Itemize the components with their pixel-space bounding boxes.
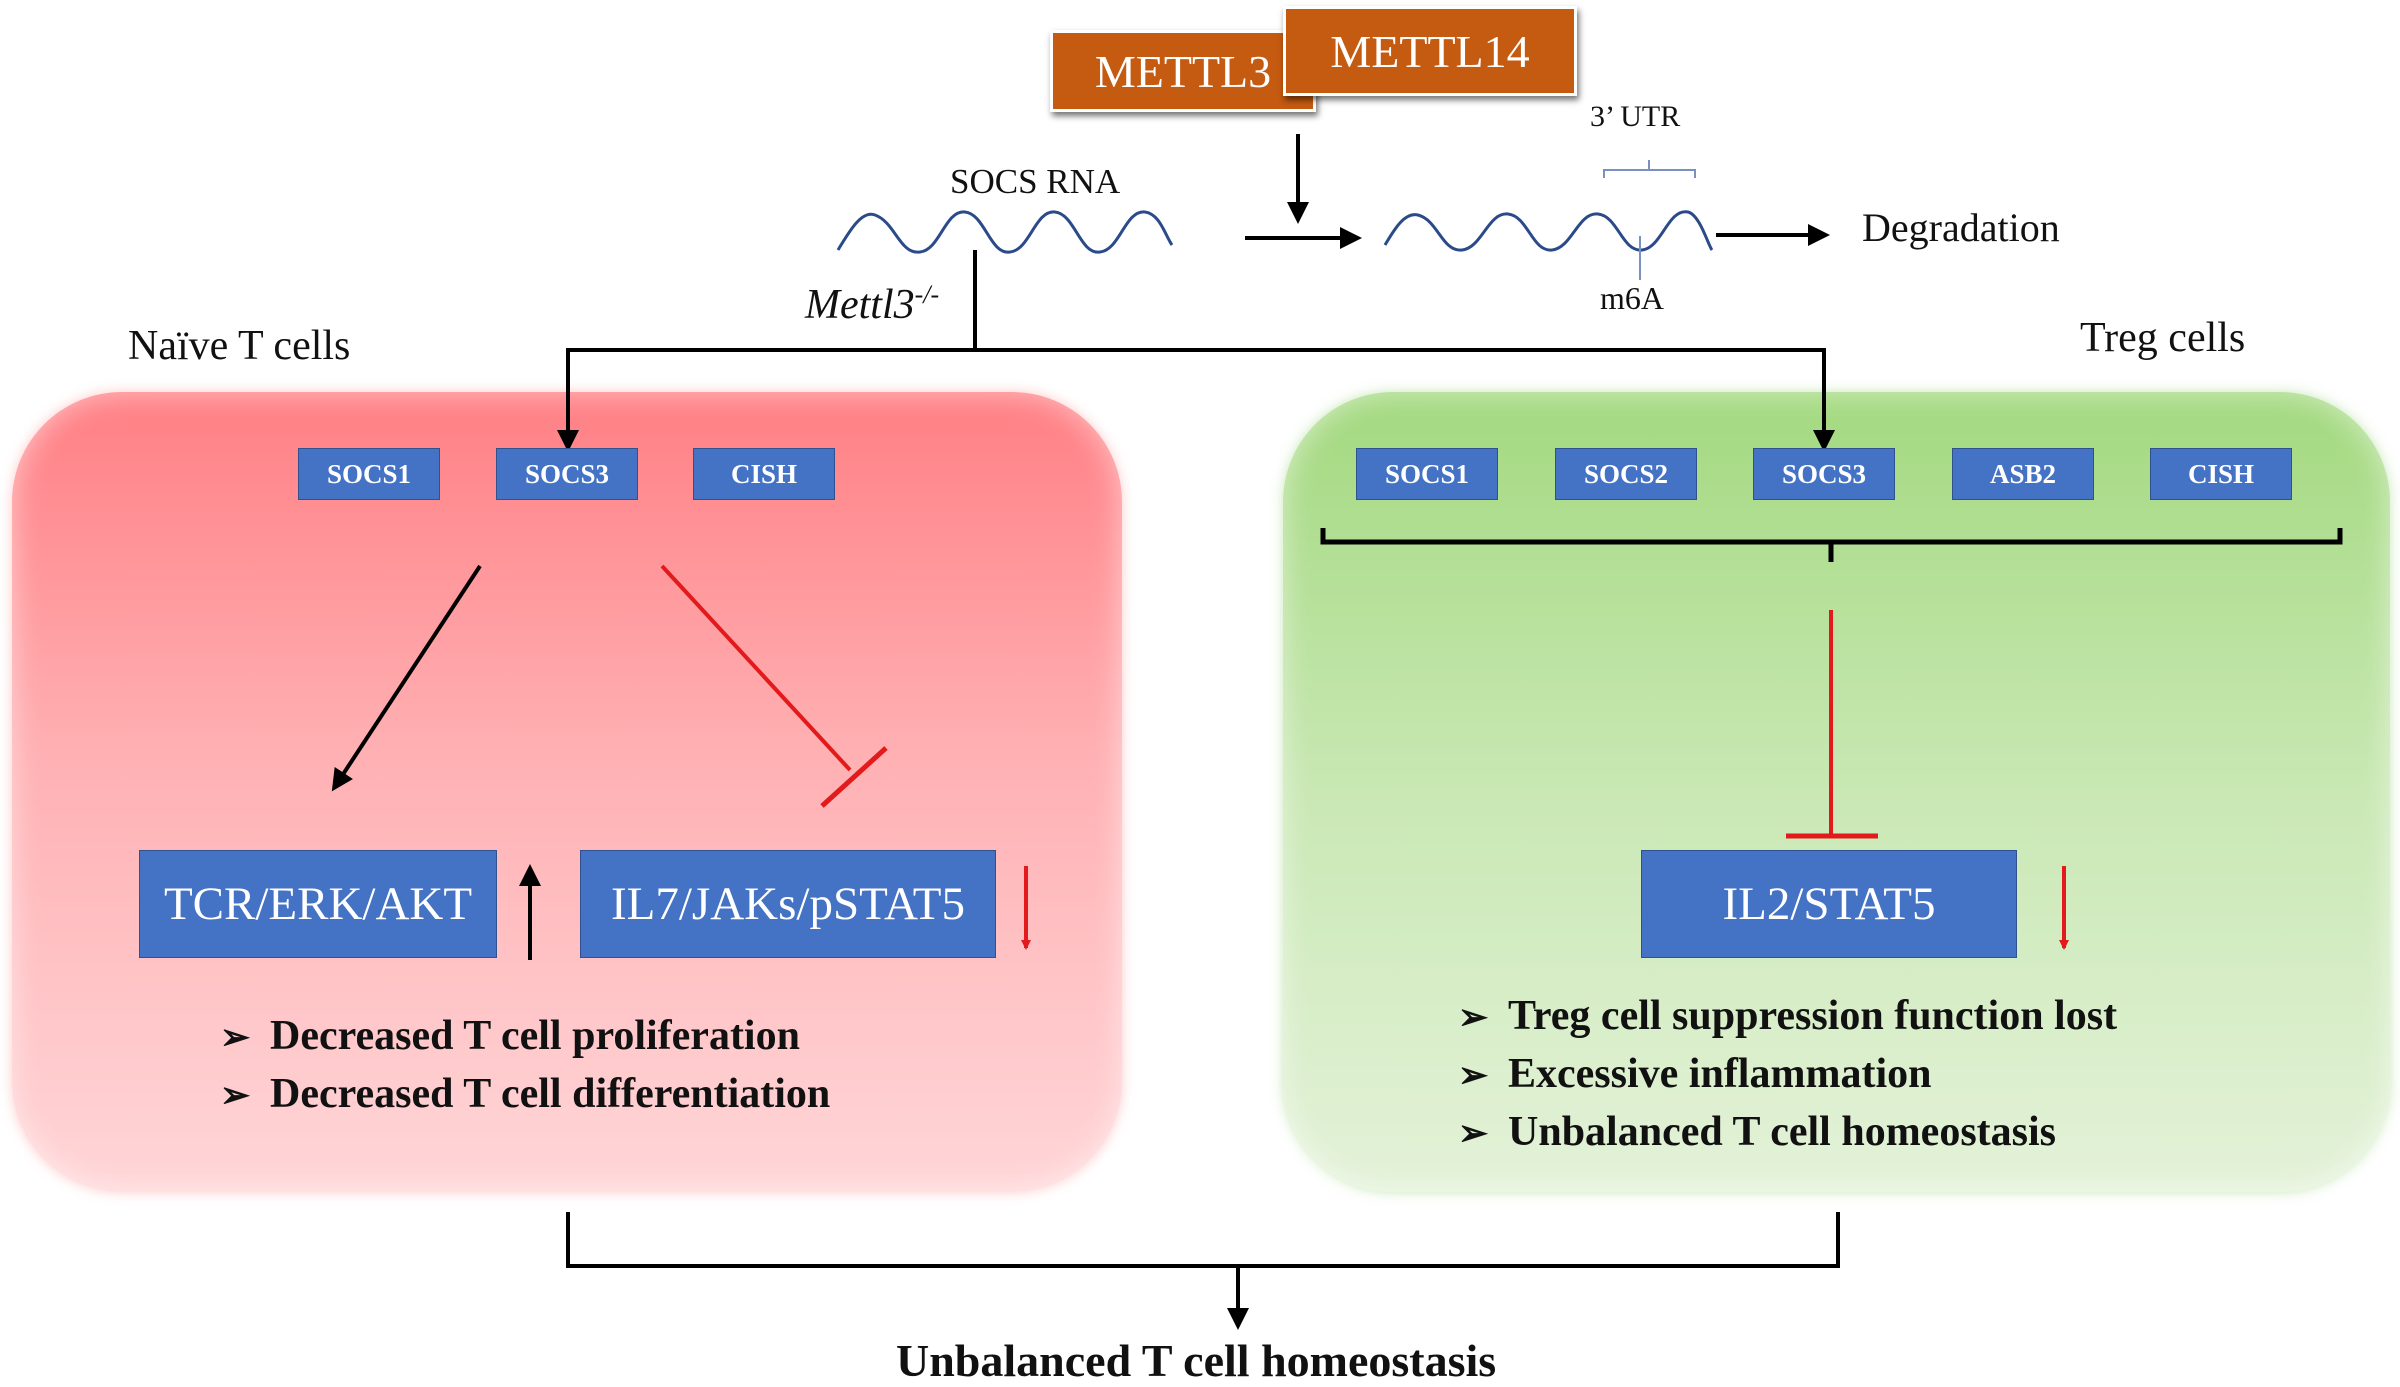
conclusion-label: Unbalanced T cell homeostasis: [896, 1335, 1497, 1386]
treg-gene-socs1: SOCS1: [1356, 448, 1498, 500]
treg-gene-bracket: [1320, 528, 2343, 562]
treg-gene-socs2: SOCS2: [1555, 448, 1697, 500]
socs-rna-label: SOCS RNA: [950, 162, 1121, 201]
methylated-rna-wave: [1383, 210, 1714, 252]
socs3-to-tcr-arrow: [331, 564, 482, 792]
naive-t-cell-panel: [12, 392, 1122, 1192]
socs3-inhibits-il7: [660, 564, 852, 772]
treg-effects-list: ➢Treg cell suppression function lost ➢Ex…: [1458, 988, 2117, 1162]
m6a-label: m6A: [1600, 280, 1664, 316]
treg-gene-cish: CISH: [2150, 448, 2292, 500]
tcr-erk-akt-pathway: TCR/ERK/AKT: [139, 850, 497, 958]
naive-gene-socs1: SOCS1: [298, 448, 440, 500]
naive-effects-list: ➢Decreased T cell proliferation ➢Decreas…: [220, 1008, 830, 1124]
treg-effect-item: ➢Treg cell suppression function lost: [1458, 993, 2118, 1039]
naive-gene-socs3: SOCS3: [496, 448, 638, 500]
treg-gene-socs3: SOCS3: [1753, 448, 1895, 500]
merge-connector: [566, 1212, 1840, 1268]
treg-effect-item: ➢Unbalanced T cell homeostasis: [1458, 1109, 2057, 1155]
treg-cell-panel: [1283, 392, 2390, 1192]
il7-inhibition-bar: [820, 746, 888, 808]
utr-label: 3’ UTR: [1590, 100, 1681, 133]
naive-gene-cish: CISH: [693, 448, 835, 500]
treg-cells-title: Treg cells: [2080, 315, 2246, 361]
socs-rna-wave: [836, 210, 1174, 254]
mettl14-box: METTL14: [1283, 6, 1577, 96]
treg-gene-asb2: ASB2: [1952, 448, 2094, 500]
mettl3-knockout-label: Mettl3-/-: [805, 280, 940, 328]
naive-t-cells-title: Naïve T cells: [128, 323, 351, 369]
utr-bracket: [1603, 160, 1696, 178]
il2-stat5-pathway: IL2/STAT5: [1641, 850, 2017, 958]
degradation-label: Degradation: [1862, 205, 2060, 250]
naive-effect-item: ➢Decreased T cell differentiation: [220, 1071, 831, 1117]
naive-effect-item: ➢Decreased T cell proliferation: [220, 1013, 800, 1059]
il7-jaks-pstat5-pathway: IL7/JAKs/pSTAT5: [580, 850, 996, 958]
treg-effect-item: ➢Excessive inflammation: [1458, 1051, 1932, 1097]
mettl3-box: METTL3: [1050, 30, 1316, 112]
